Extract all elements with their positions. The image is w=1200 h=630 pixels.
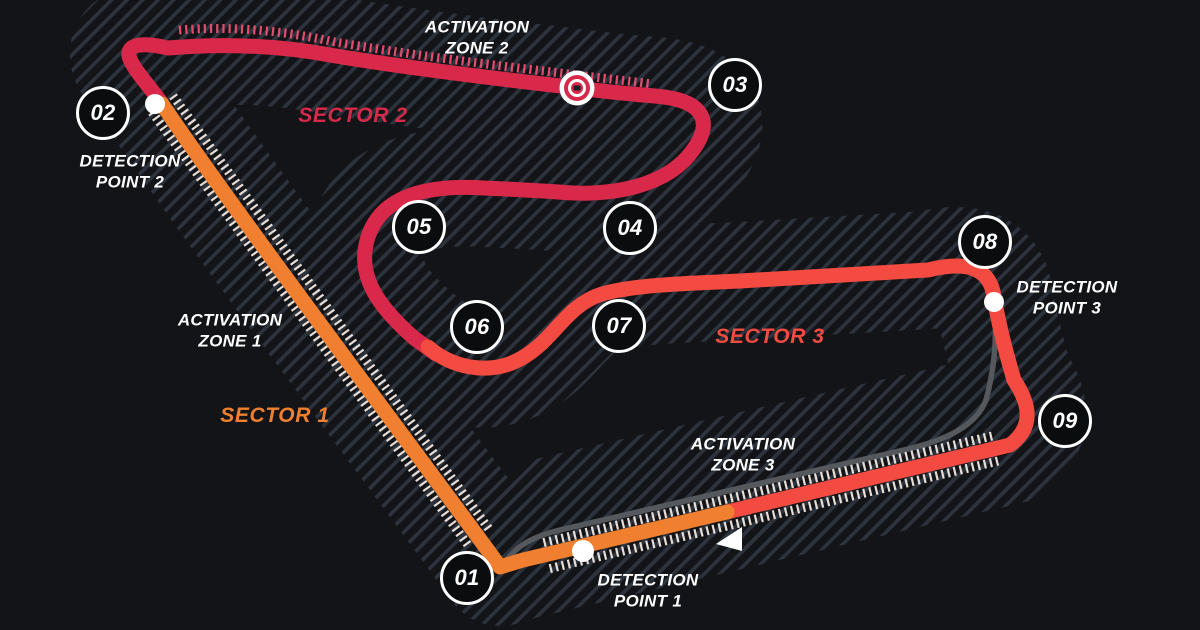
turn-number: 04	[617, 215, 643, 240]
drs-ticks-zone1-right	[169, 93, 493, 532]
direction-arrow-icon	[716, 527, 742, 551]
sector-2-path	[121, 37, 711, 362]
turn-marker-02: 02	[76, 86, 130, 140]
label-activation-zone-1: ACTIVATION ZONE 1	[177, 310, 283, 350]
turn-marker-04: 04	[603, 201, 657, 255]
car-glyph-icon	[573, 85, 581, 91]
label-sector-2: SECTOR 2	[298, 104, 408, 127]
drs-ticks-zone2	[178, 24, 653, 89]
turn-number: 07	[606, 313, 632, 338]
turn-marker-07: 07	[592, 299, 646, 353]
turn-marker-09: 09	[1038, 394, 1092, 448]
label-sector-3: SECTOR 3	[715, 325, 825, 348]
drs-ticks-zone1-left	[148, 109, 472, 548]
turn-marker-06: 06	[450, 300, 504, 354]
turn-number: 06	[464, 314, 490, 339]
pit-lane-path	[502, 311, 999, 566]
turn-number: 08	[972, 229, 998, 254]
turn-marker-05: 05	[392, 200, 446, 254]
label-detection-point-3: DETECTION POINT 3	[1016, 277, 1118, 317]
turn-number: 01	[454, 565, 480, 590]
label-sector-1: SECTOR 1	[220, 404, 330, 427]
detection-dot-1	[572, 540, 594, 562]
sector-1-path	[154, 96, 735, 575]
turn-marker-08: 08	[958, 215, 1012, 269]
turn-number: 09	[1052, 408, 1078, 433]
label-activation-zone-3: ACTIVATION ZONE 3	[690, 434, 796, 474]
hatch-backdrop-straight	[490, 358, 1055, 595]
label-activation-zone-2: ACTIVATION ZONE 2	[424, 17, 530, 57]
turn-number: 03	[722, 72, 748, 97]
turn-marker-03: 03	[708, 58, 762, 112]
detection-dot-3	[984, 292, 1004, 312]
detection-dot-2	[145, 94, 165, 114]
sector-3-path	[420, 258, 1035, 520]
label-detection-point-2: DETECTION POINT 2	[79, 151, 181, 191]
label-detection-point-1: DETECTION POINT 1	[597, 570, 699, 610]
zone2-activation-marker-icon	[559, 70, 595, 106]
turn-number: 05	[406, 214, 432, 239]
turn-number: 02	[90, 100, 116, 125]
drs-ticks-zone3-lower	[546, 456, 1000, 574]
drs-ticks-zone3-upper	[540, 431, 994, 548]
turn-marker-01: 01	[440, 551, 494, 605]
